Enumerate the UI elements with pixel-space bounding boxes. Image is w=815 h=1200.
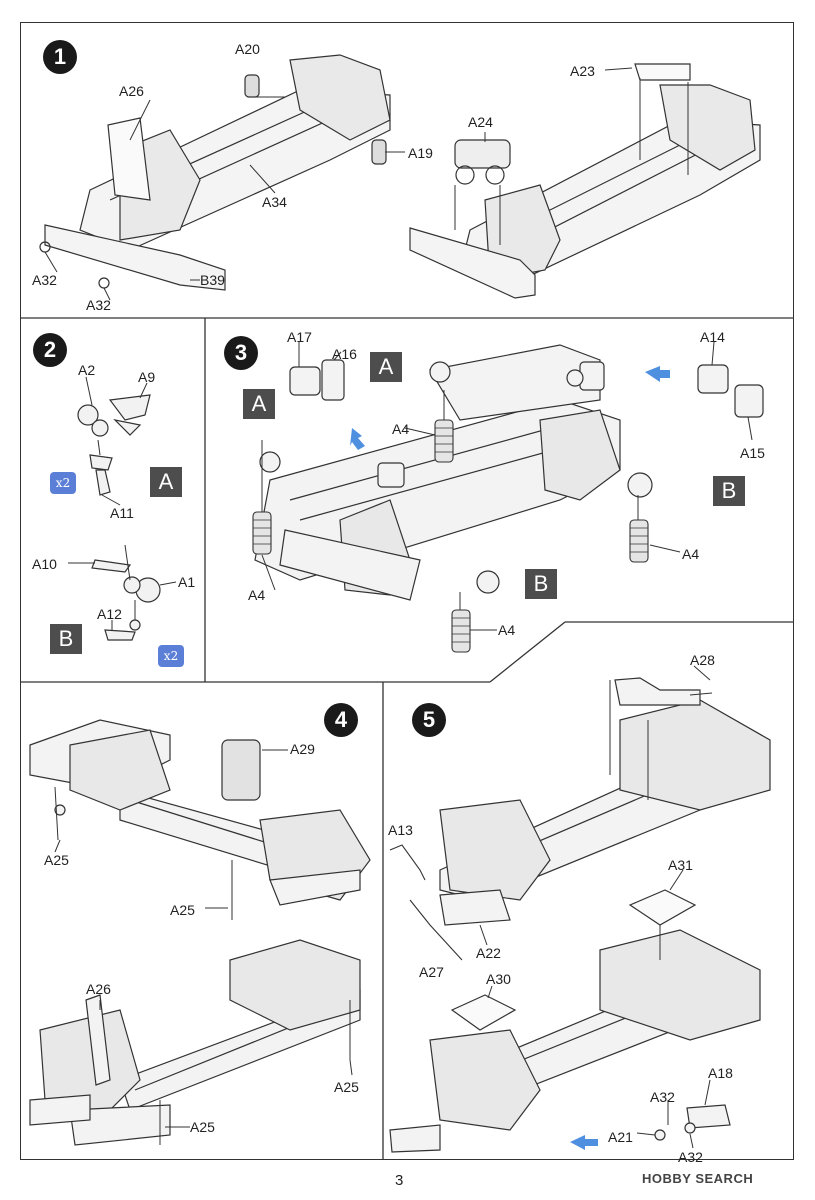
subassembly-badge-a: A (370, 352, 402, 382)
part-label: A20 (235, 41, 260, 57)
part-label: A2 (78, 362, 96, 378)
part-label: A21 (608, 1129, 633, 1145)
watermark-logo: HOBBY SEARCH (642, 1171, 753, 1186)
part-label: A19 (408, 145, 433, 161)
part-label: A34 (262, 194, 287, 210)
part-label: A25 (170, 902, 195, 918)
step-4-number: 4 (324, 703, 358, 737)
part-label: A17 (287, 329, 312, 345)
subassembly-badge-b: B (50, 624, 82, 654)
part-label: B39 (200, 272, 225, 288)
instruction-frame (20, 22, 794, 1160)
part-label: A29 (290, 741, 315, 757)
part-label: A14 (700, 329, 725, 345)
part-label: A12 (97, 606, 122, 622)
part-label: A4 (392, 421, 410, 437)
part-label: A24 (468, 114, 493, 130)
watermark-brand: HOBBY SEARCH (642, 1171, 754, 1186)
part-label: A10 (32, 556, 57, 572)
step-1-number: 1 (43, 40, 77, 74)
subassembly-badge-b: B (525, 569, 557, 599)
part-label: A4 (682, 546, 700, 562)
subassembly-badge-a: A (243, 389, 275, 419)
part-label: A25 (334, 1079, 359, 1095)
part-label: A26 (86, 981, 111, 997)
part-label: A31 (668, 857, 693, 873)
part-label: A32 (86, 297, 111, 313)
step-5-number: 5 (412, 703, 446, 737)
step-2-number: 2 (33, 333, 67, 367)
part-label: A25 (190, 1119, 215, 1135)
part-label: A32 (678, 1149, 703, 1165)
part-label: A32 (32, 272, 57, 288)
part-label: A27 (419, 964, 444, 980)
subassembly-badge-a: A (150, 467, 182, 497)
part-label: A32 (650, 1089, 675, 1105)
part-label: A22 (476, 945, 501, 961)
page-number: 3 (395, 1172, 404, 1189)
part-label: A23 (570, 63, 595, 79)
part-label: A16 (332, 346, 357, 362)
subassembly-badge-b: B (713, 476, 745, 506)
part-label: A4 (498, 622, 516, 638)
step-3-number: 3 (224, 336, 258, 370)
quantity-multiplier: x2 (50, 472, 76, 494)
part-label: A11 (110, 505, 134, 521)
part-label: A25 (44, 852, 69, 868)
part-label: A4 (248, 587, 266, 603)
quantity-multiplier: x2 (158, 645, 184, 667)
part-label: A13 (388, 822, 413, 838)
part-label: A30 (486, 971, 511, 987)
part-label: A26 (119, 83, 144, 99)
part-label: A9 (138, 369, 156, 385)
part-label: A28 (690, 652, 715, 668)
part-label: A18 (708, 1065, 733, 1081)
part-label: A1 (178, 574, 196, 590)
part-label: A15 (740, 445, 765, 461)
